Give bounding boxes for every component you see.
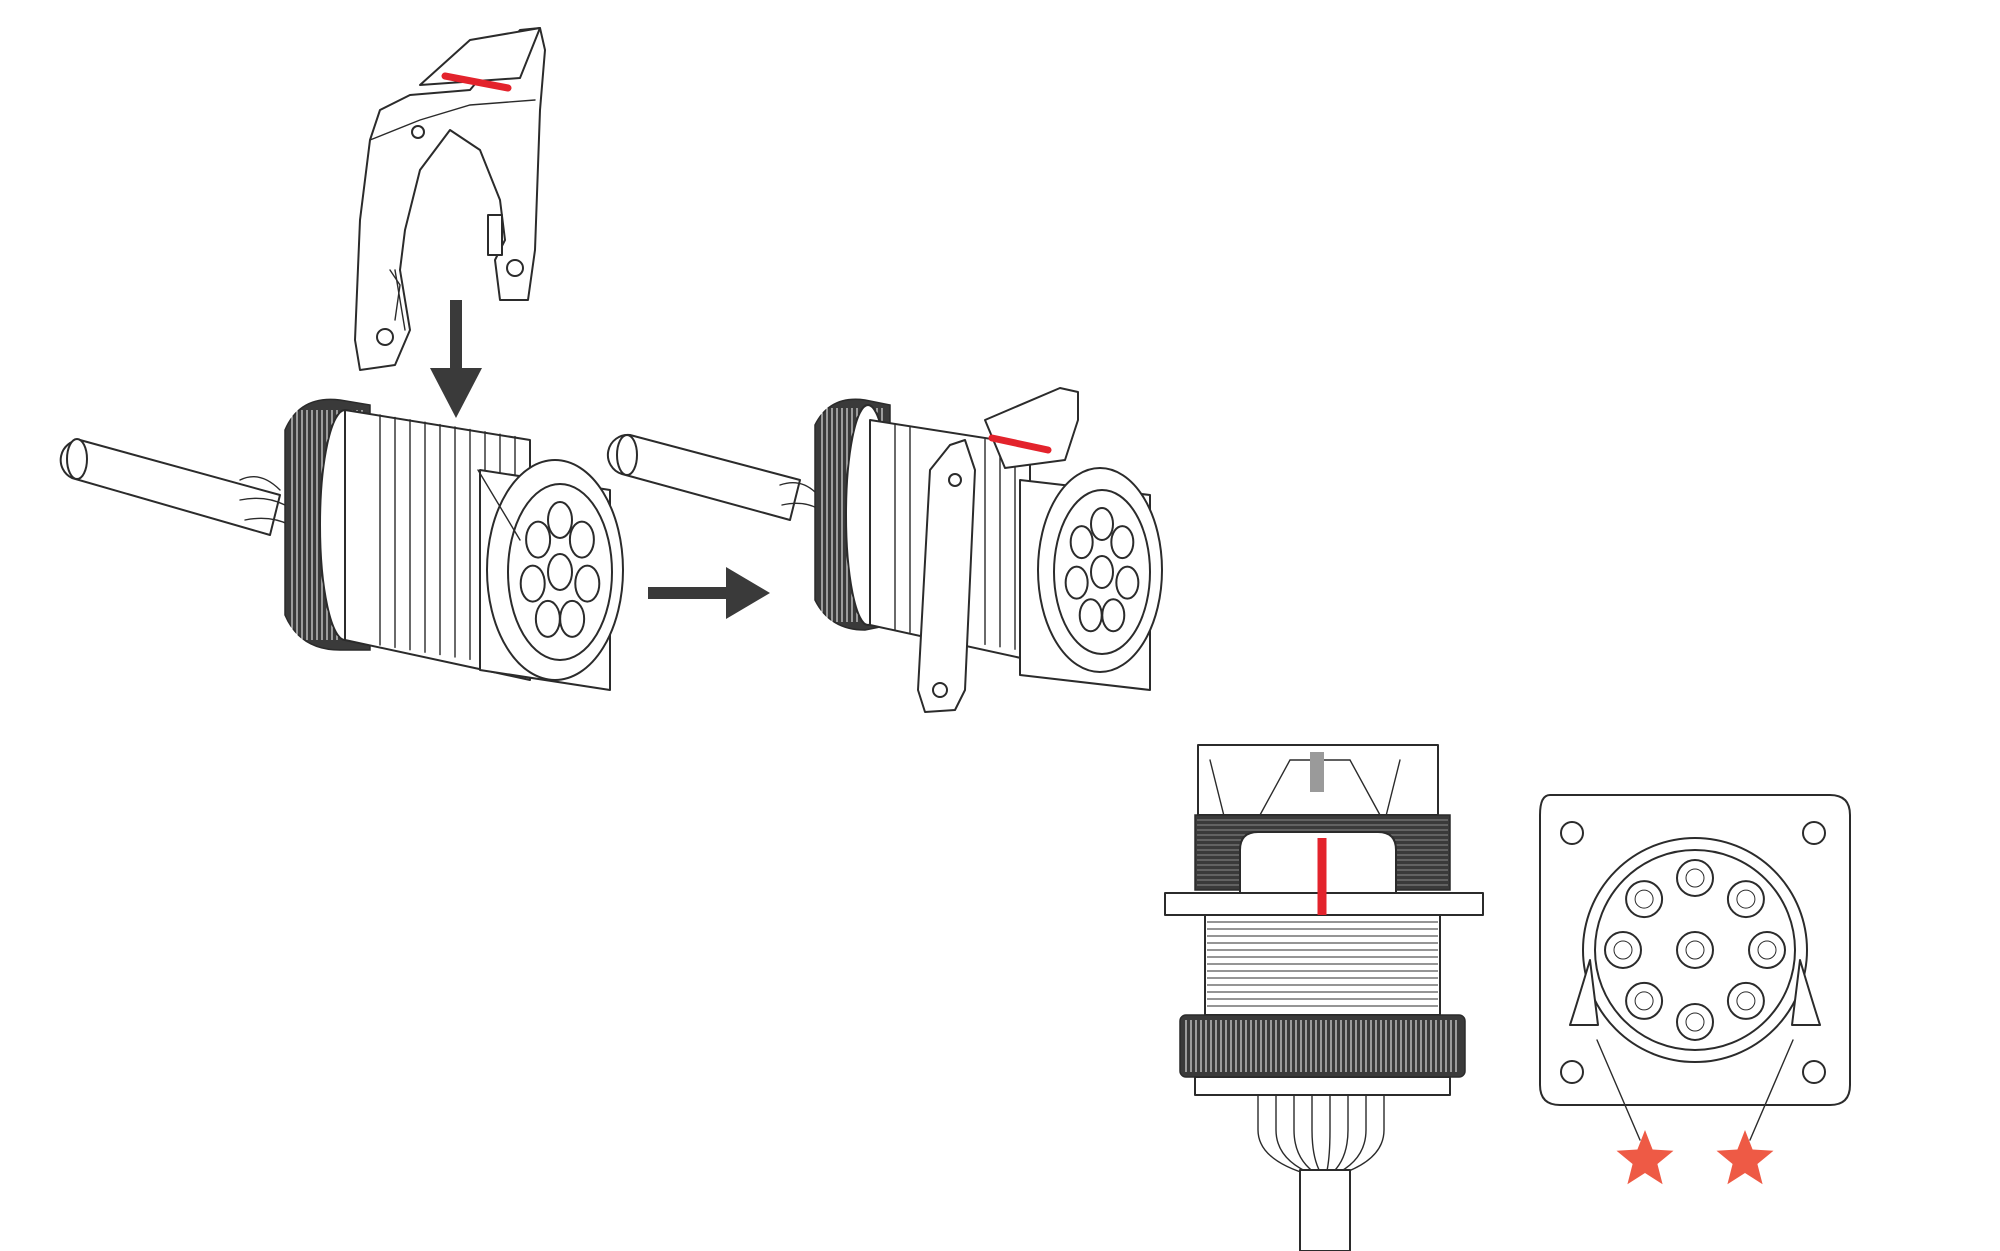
arrow-down-icon (430, 300, 482, 418)
star-icon (1716, 1130, 1774, 1185)
clip-alignment-marker (988, 434, 1052, 454)
round-connector-icon (59, 398, 624, 691)
assembled-connector-icon (606, 387, 1163, 713)
mounting-clip-icon (354, 27, 546, 371)
arrow-right-icon (648, 567, 770, 619)
connector-side-view (1164, 744, 1484, 1251)
connector-front-view (1539, 794, 1851, 1141)
star-icon (1616, 1130, 1674, 1185)
clip-alignment-marker (441, 72, 512, 92)
